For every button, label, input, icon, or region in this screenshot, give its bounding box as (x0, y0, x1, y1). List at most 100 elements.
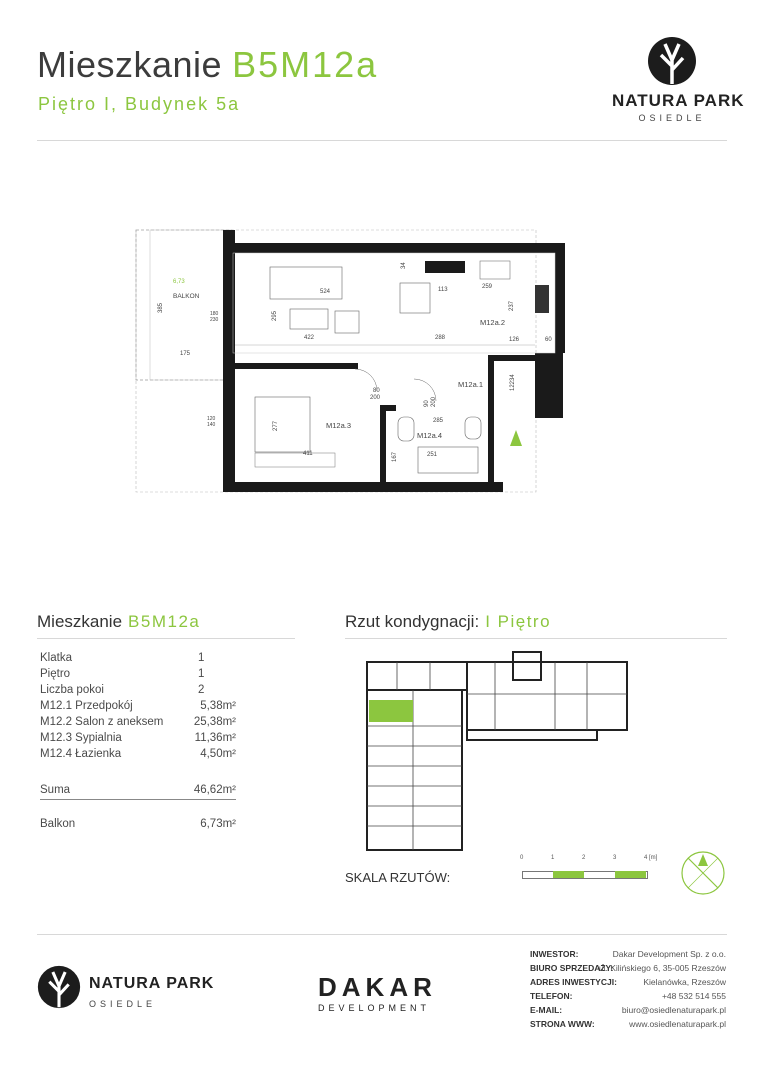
dim-259: 259 (482, 284, 493, 290)
details-title-code: B5M12a (128, 612, 201, 631)
floor-divider (345, 638, 727, 639)
door-swing (354, 368, 378, 392)
sum-label: Suma (40, 784, 71, 796)
armchair (334, 310, 360, 334)
room-label-1: M12a.1 (458, 380, 483, 389)
dim-277: 277 (273, 420, 279, 431)
footer-divider (37, 934, 727, 935)
dim-122: 122 (510, 380, 516, 391)
dim-126: 126 (509, 337, 520, 343)
dim-524: 524 (320, 289, 331, 295)
title-code: B5M12a (232, 44, 379, 85)
brand-logo-top: NATURA PARK OSIEDLE (612, 36, 745, 123)
dim-60: 60 (545, 337, 552, 343)
dim-285: 285 (433, 418, 444, 424)
outer-dashed (135, 229, 537, 493)
room-label-4: M12a.4 (417, 431, 442, 440)
brand-name: NATURA PARK (612, 91, 745, 110)
dakar-logo: DAKAR DEVELOPMENT (318, 972, 437, 1013)
website-link[interactable]: www.osiedlenaturapark.pl (629, 1019, 726, 1029)
dim-411: 411 (303, 451, 313, 457)
footer-brand-sub: OSIEDLE (89, 999, 157, 1009)
sink (479, 260, 511, 280)
dakar-sub: DEVELOPMENT (318, 1003, 431, 1013)
sofa (269, 266, 343, 300)
bathtub (417, 446, 479, 474)
sum-row: Suma 46,62m² (40, 784, 236, 800)
balcony-label: BALKON (173, 293, 200, 300)
dining-table (399, 282, 431, 314)
balkon-value: 6,73m² (200, 818, 236, 830)
coffee-table (289, 308, 329, 330)
scale-tick: 4 [m] (644, 855, 658, 861)
balkon-label: Balkon (40, 818, 76, 830)
scale-tick: 0 (520, 855, 524, 861)
floor-title-prefix: Rzut kondygnacji: (345, 612, 480, 631)
dim-167: 167 (392, 451, 398, 462)
balcony-area: 6,73 (173, 279, 185, 285)
sum-value: 46,62m² (193, 784, 236, 796)
title-prefix: Mieszkanie (37, 44, 223, 85)
scale-tick: 3 (613, 855, 617, 861)
scale-tick: 1 (551, 855, 555, 861)
dim-237: 237 (509, 300, 515, 311)
dim-251: 251 (427, 452, 438, 458)
room-label-2: M12a.2 (480, 318, 505, 327)
sum-underline (40, 799, 236, 800)
dim-175: 175 (180, 351, 191, 357)
dakar-name: DAKAR (318, 972, 437, 1002)
header-divider (37, 140, 727, 141)
apartment-floor-plan: 6,73 BALKON 385 175 524 422 288 295 113 … (135, 229, 565, 493)
washbasin (397, 416, 415, 442)
email-link[interactable]: biuro@osiedlenaturapark.pl (621, 1005, 726, 1015)
dim-422: 422 (304, 335, 315, 341)
balkon-row: Balkon 6,73m² (40, 818, 236, 834)
door-80: 80 (373, 388, 380, 394)
footer-brand-name: NATURA PARK (89, 975, 215, 992)
balcony-outline (135, 229, 233, 381)
bed (254, 396, 311, 453)
win-120: 120 (207, 416, 216, 422)
stove (425, 261, 465, 273)
room-label-3: M12a.3 (326, 421, 351, 430)
scale-tick: 2 (582, 855, 586, 861)
win-230: 230 (210, 317, 219, 323)
scale-label: SKALA RZUTÓW: (345, 870, 451, 885)
building-walls (366, 651, 628, 851)
highlighted-apartment (369, 700, 413, 722)
fridge (535, 285, 549, 313)
tree-logo-icon (37, 965, 81, 1009)
door-200: 200 (370, 395, 381, 401)
dim-295: 295 (272, 310, 278, 321)
dim-34b: 34 (510, 374, 516, 381)
north-arrow-icon (681, 851, 725, 895)
brand-sub: OSIEDLE (638, 113, 706, 123)
dim-34a: 34 (401, 262, 407, 269)
walls (223, 230, 565, 492)
entrance-arrow (510, 430, 522, 446)
door-200b: 200 (431, 396, 437, 407)
win-180: 180 (210, 311, 219, 317)
tree-logo-icon (648, 37, 696, 85)
dim-113: 113 (438, 287, 448, 293)
details-divider (37, 638, 295, 639)
page-subtitle: Piętro I, Budynek 5a (38, 94, 241, 114)
toilet (464, 416, 482, 440)
floor-title: Rzut kondygnacji: I Piętro (345, 612, 551, 632)
floor-key-plan (366, 651, 628, 851)
wardrobe (254, 452, 336, 468)
win-140: 140 (207, 422, 216, 428)
door-90: 90 (424, 400, 430, 407)
dim-385: 385 (158, 302, 164, 313)
dim-288: 288 (435, 335, 446, 341)
floor-title-value: I Piętro (485, 612, 552, 631)
